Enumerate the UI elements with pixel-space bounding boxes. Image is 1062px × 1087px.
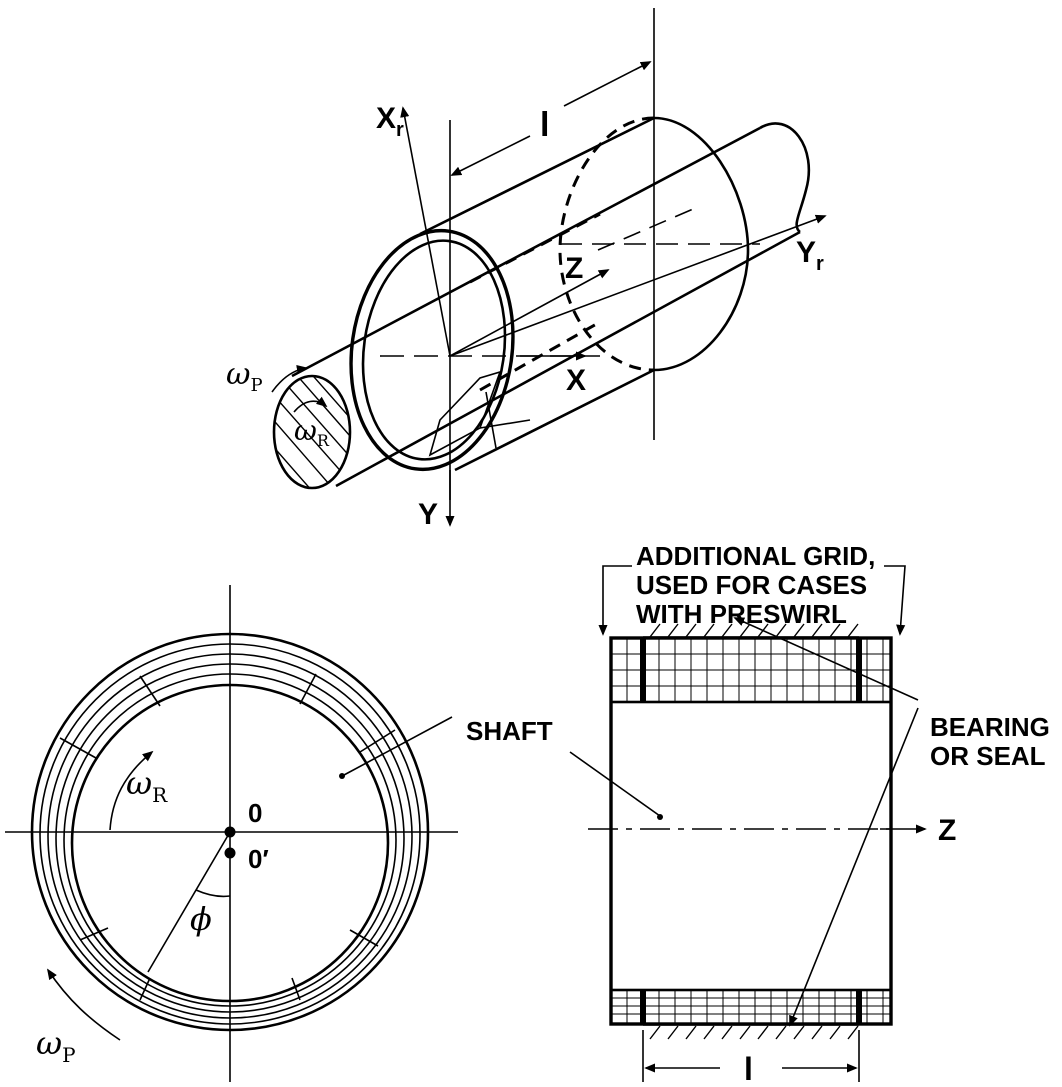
yr-axis-arrow [449,214,827,357]
bottom-hatch-stroke [721,1025,733,1040]
shaft-label: SHAFT [466,716,553,746]
radial-line-5 [79,927,109,941]
omega-p-left-arrow [46,968,121,1041]
z-axis-label: Z [565,252,583,285]
bearing-outline-rect [609,636,893,1026]
top-hatch-stroke [829,623,841,638]
bearing-leader-bottom [789,707,919,1027]
shaft-leader-right-dot [657,814,663,820]
additional-grid-line2: USED FOR CASES [636,570,867,600]
cross-section-view [5,585,458,1082]
top-hatch-stroke [685,623,697,638]
radial-line-6 [349,929,379,947]
radial-line-4 [359,729,396,753]
top-hatch-stroke [739,623,751,638]
omega-r-top-label: ωR [294,414,330,450]
length-dimension-arrow-left [450,135,531,176]
origin-o-prime-label: 0′ [248,844,269,874]
additional-grid-line1: ADDITIONAL GRID, [636,541,875,571]
top-hatch-stroke [811,623,823,638]
bearing-top-edge [419,116,655,236]
bottom-hatch-stroke [649,1025,661,1040]
omega-p-top-label: ωP [226,357,263,396]
grid-leader-right [884,565,906,636]
radial-line-7 [139,977,151,1001]
radial-line-1 [139,675,161,707]
shaft-bottom-edge [335,230,801,488]
length-label-bottom: l [744,1051,753,1087]
grid-sector-radial [485,391,497,449]
top-hatch-stroke [703,623,715,638]
bearing-label-line1: BEARING [930,712,1050,742]
bottom-hatch-stroke [811,1025,823,1040]
length-label-top: l [540,106,549,144]
additional-grid-line3: WITH PRESWIRL [636,599,847,629]
bearing-bottom-edge [454,368,655,472]
side-section-view [569,565,927,1082]
top-hatch-stroke [847,623,859,638]
grid-leader-left [598,565,632,636]
xr-axis-label: Xr [376,102,404,141]
z-axis-arrow [449,269,610,357]
bottom-hatch-stroke [667,1025,679,1040]
top-hatch-stroke [667,623,679,638]
bottom-hatch-stroke [757,1025,769,1040]
length-dimension-arrow-right [563,61,652,107]
top-hatch-stroke [775,623,787,638]
radial-line-2 [299,673,317,705]
y-axis-label: Y [418,498,438,531]
eccentricity-angle-line [147,831,231,973]
bearing-front-rim-inner [361,239,507,461]
shaft-hidden-top [469,212,601,284]
bearing-label-line2: OR SEAL [930,741,1046,771]
top-hatch-stroke [721,623,733,638]
shaft-leader-left-dot [339,773,345,779]
omega-r-left-arrow [109,750,154,831]
shaft-leader-right [569,751,661,817]
phi-label: ϕ [190,900,212,938]
shaft-near-end-face [272,374,352,490]
bearing-rear-visible-edge [653,116,750,372]
radial-line-3 [59,737,97,759]
yr-axis-label: Yr [796,236,824,275]
omega-p-top-arrow [271,364,308,393]
bearing-front-rim-outer [349,228,515,472]
x-axis-label: X [566,364,586,397]
center-diagonal-dashed [597,205,701,251]
bottom-hatch-stroke [685,1025,697,1040]
omega-r-top-arrow [293,396,328,413]
grid-sector-edge [479,419,531,429]
bearing-leader-top [733,617,919,701]
bottom-grid-band [609,988,893,1026]
origin-o-label: 0 [248,798,262,828]
omega-r-left-label: ωR [126,764,168,807]
phi-angle-arc [195,889,231,898]
isometric-bearing-view [271,8,827,527]
shaft-far-end [759,122,811,234]
xr-axis-arrow [400,106,451,357]
top-hatch-stroke [793,623,805,638]
bearing-rear-hidden-edge [558,116,655,372]
shaft-center-dot [224,847,236,859]
bottom-hatch-stroke [829,1025,841,1040]
bottom-wall-hatching [649,1025,859,1040]
top-grid-lines [611,638,891,702]
top-hatch-stroke [649,623,661,638]
bottom-hatch-stroke [739,1025,751,1040]
radial-line-8 [291,977,301,1001]
top-wall-hatching [649,623,859,638]
z-axis-label-right: Z [938,814,956,847]
bottom-hatch-stroke [775,1025,787,1040]
bottom-hatch-stroke [703,1025,715,1040]
bottom-grid-lines [611,990,891,1024]
shaft-leader-left [343,716,453,776]
bottom-hatch-stroke [847,1025,859,1040]
grid-sector-wedge [428,370,502,457]
bottom-hatch-stroke [793,1025,805,1040]
omega-p-left-label: ωP [36,1024,76,1067]
